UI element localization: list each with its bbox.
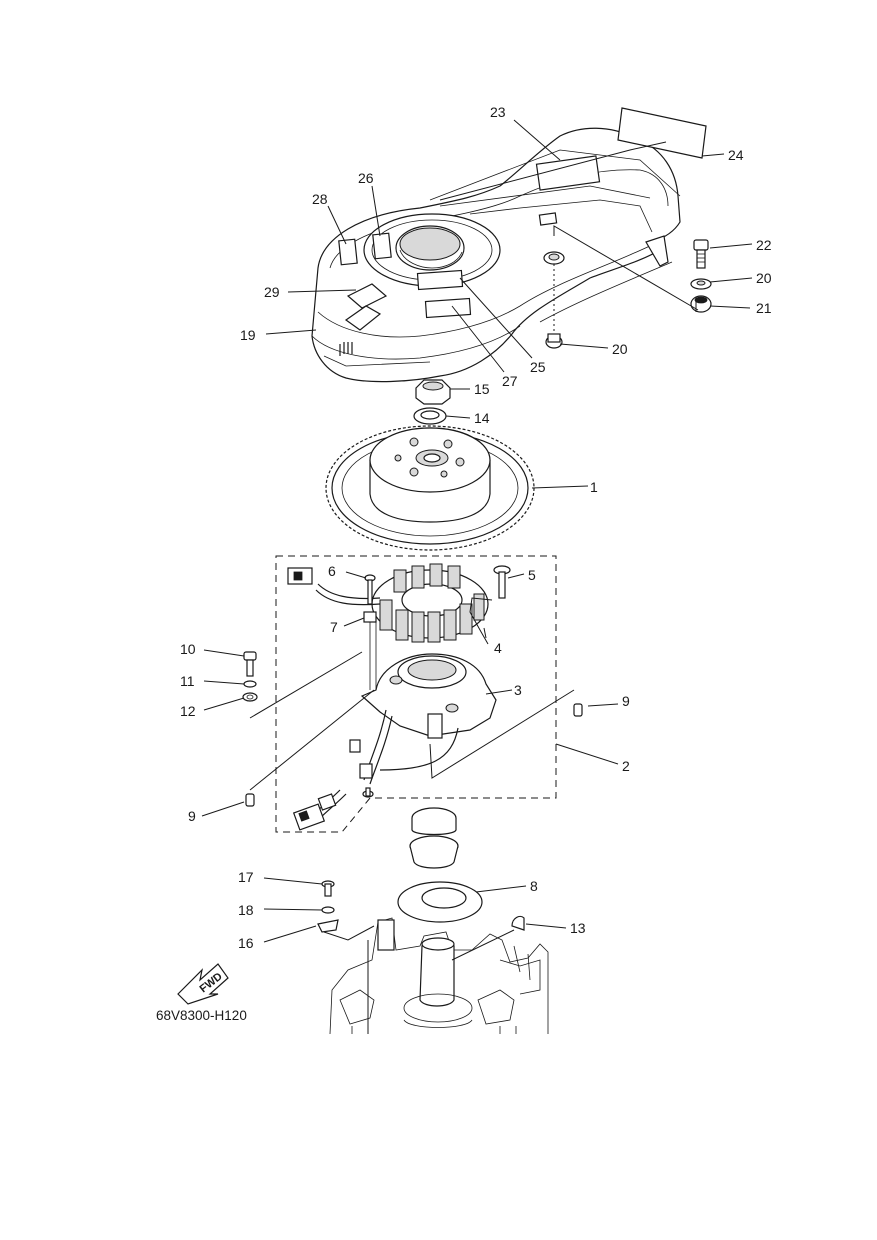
callout-15: 15 [474,381,490,397]
washer-12 [242,692,258,702]
callout-20-lower: 20 [612,341,628,357]
stator-poles [379,563,485,643]
flywheel-nut-15 [415,379,451,405]
callout-27: 27 [502,373,518,389]
callout-20-upper: 20 [756,270,772,286]
callout-17: 17 [238,869,254,885]
stator-connector [287,567,313,585]
cover-vent-slots [339,342,353,356]
callout-11: 11 [180,673,195,689]
collar-20-lower [545,333,563,349]
collar-20-upper [690,278,712,290]
bolt-17 [321,880,335,897]
fwd-direction-arrow: FWD [177,963,229,1005]
callout-9-right: 9 [622,693,630,709]
stator-base-3 [360,653,497,739]
dowel-9-right [573,703,583,717]
callout-25: 25 [530,359,546,375]
callout-16: 16 [238,935,254,951]
callout-labels: 1 2 3 4 5 6 7 8 9 9 10 11 12 13 14 15 16… [180,104,772,951]
powerhead-block [329,917,549,1035]
callout-14: 14 [474,410,490,426]
bolt-22 [693,239,709,269]
callout-21: 21 [756,300,772,316]
diagram-code: 68V8300-H120 [156,1008,247,1023]
callout-4: 4 [494,640,502,656]
flywheel-cover [311,127,681,383]
callout-1: 1 [590,479,598,495]
callout-18: 18 [238,902,254,918]
clamp-16 [317,919,339,933]
clamp-7 [363,611,377,623]
stator-coil-4 [315,563,489,643]
callout-26: 26 [358,170,374,186]
callout-8: 8 [530,878,538,894]
wire-harness [292,709,459,831]
grommet-21 [690,295,712,313]
callout-2: 2 [622,758,630,774]
callout-22: 22 [756,237,772,253]
bolt-10 [243,651,257,677]
callout-29: 29 [264,284,280,300]
callout-3: 3 [514,682,522,698]
callout-5: 5 [528,567,536,583]
leader-lines [201,119,753,1034]
callout-13: 13 [570,920,586,936]
washer-11 [243,680,257,688]
callout-7: 7 [330,619,338,635]
woodruff-key-13 [511,915,525,931]
collar-lower [409,835,459,869]
washer-18 [321,906,335,914]
callout-23: 23 [490,104,506,120]
dowel-9-left [245,793,255,807]
washer-14 [413,407,447,425]
callout-24: 24 [728,147,744,163]
callout-19: 19 [240,327,256,343]
stator-assembly-box [275,555,557,833]
callout-6: 6 [328,563,336,579]
callout-12: 12 [180,703,196,719]
screw-5 [493,565,511,599]
callout-10: 10 [180,641,196,657]
collar-upper [411,807,457,836]
plate-8 [397,881,483,923]
screw-harness [362,787,374,798]
callout-28: 28 [312,191,328,207]
flywheel-1 [325,425,535,551]
callout-9-left: 9 [188,808,196,824]
label-part-24 [617,107,707,159]
